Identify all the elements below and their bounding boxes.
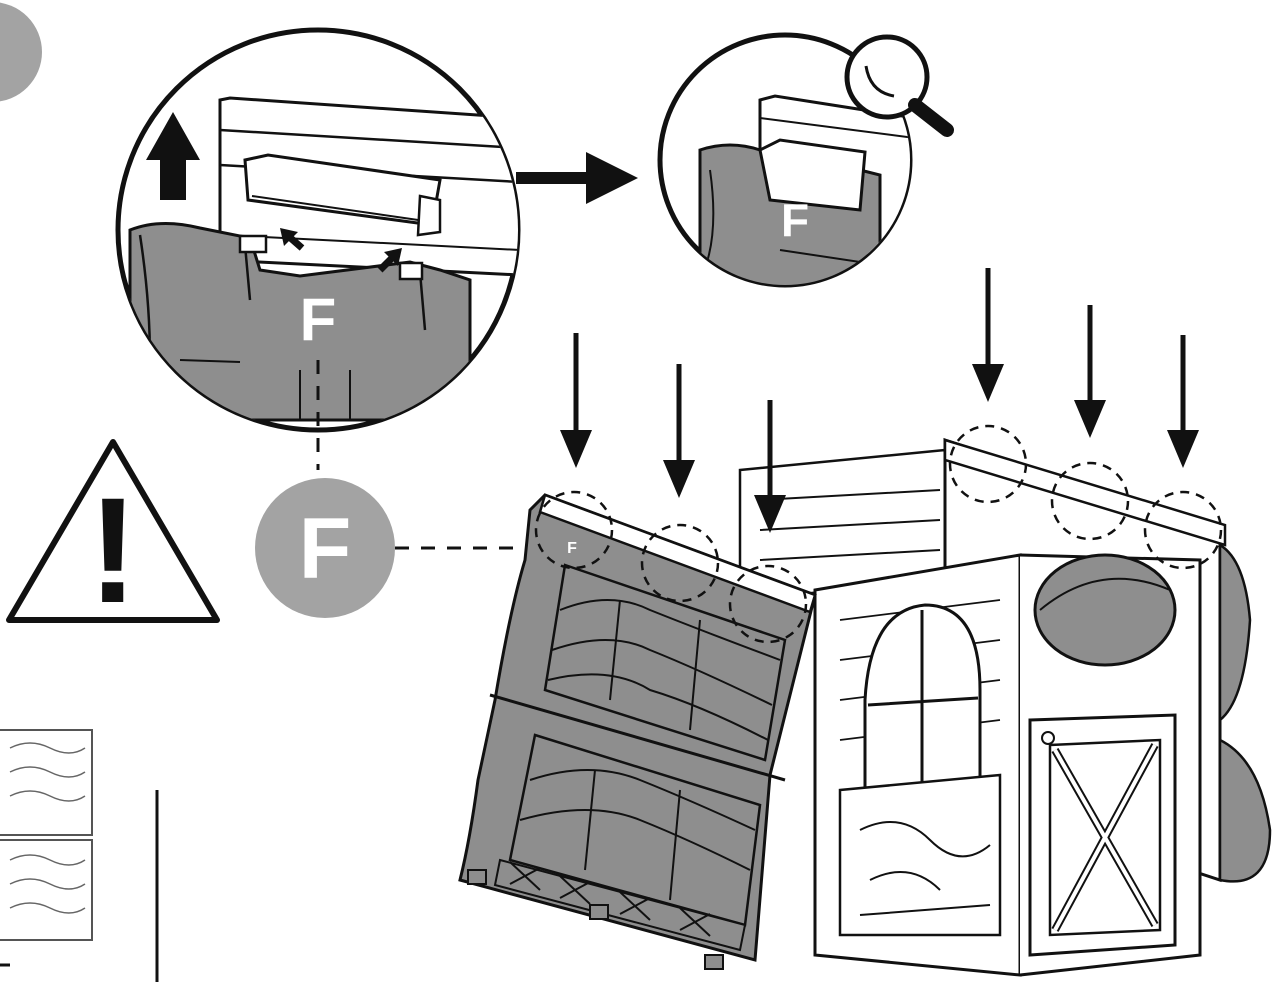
zoom-label: F bbox=[781, 194, 809, 246]
wall-panel-f: F bbox=[458, 493, 817, 970]
part-badge: F bbox=[255, 478, 395, 618]
magnifier-icon bbox=[844, 34, 954, 137]
clip-locations-right bbox=[948, 424, 1223, 570]
panel-label: F bbox=[567, 540, 577, 557]
warning-icon: ! bbox=[6, 439, 220, 634]
arrow-up-icon bbox=[146, 112, 200, 200]
clip-locations-left bbox=[534, 490, 808, 644]
part-label: F bbox=[300, 286, 337, 353]
detail-circle: F bbox=[115, 27, 521, 433]
playhouse bbox=[738, 437, 1272, 977]
detail-label: F bbox=[299, 501, 352, 597]
arrow-right-icon bbox=[516, 152, 638, 204]
arrow-down-icon bbox=[560, 268, 1199, 533]
step-badge bbox=[0, 2, 42, 102]
warning-symbol: ! bbox=[88, 466, 138, 634]
zoom-circle: F bbox=[657, 32, 913, 288]
previous-step-thumbnail bbox=[0, 729, 93, 967]
